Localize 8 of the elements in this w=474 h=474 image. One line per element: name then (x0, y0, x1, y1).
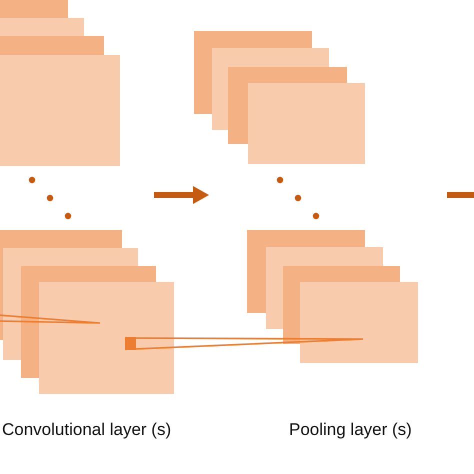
receptive-field-patch (125, 337, 136, 350)
feature-map-stack-drawing (0, 0, 120, 166)
layer-label: Convolutional layer (s) (2, 420, 172, 440)
feature-map-stack-drawing (247, 230, 418, 363)
layer-label: Pooling layer (s) (289, 420, 412, 440)
connector-line (135, 337, 364, 350)
feature-map-stack-drawing (0, 230, 174, 394)
feature-map-stack-drawing (194, 31, 365, 164)
